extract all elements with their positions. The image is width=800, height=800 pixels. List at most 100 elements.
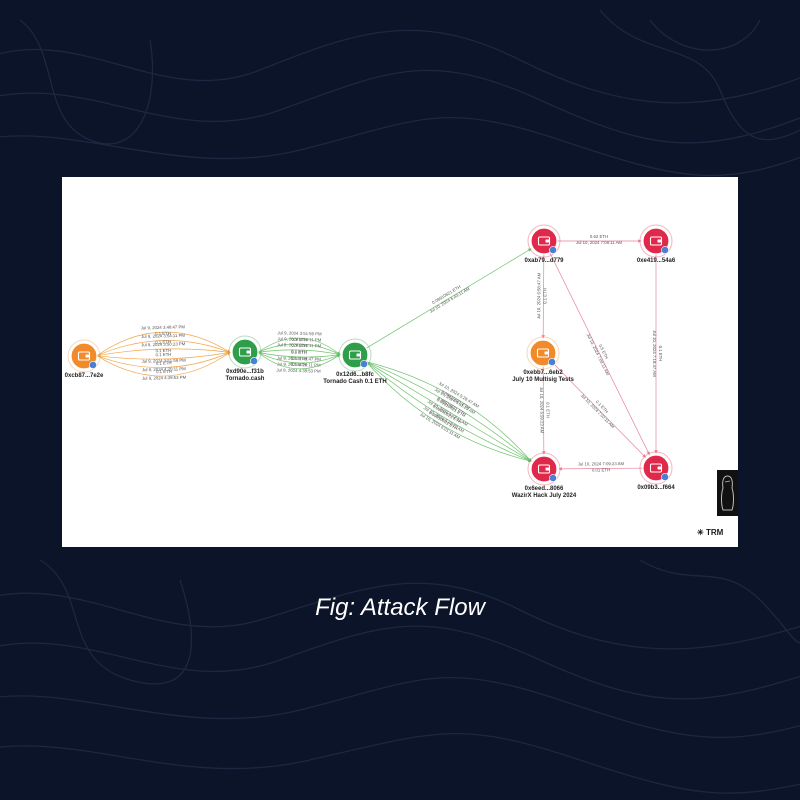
edge-n2-n3-2-amount: 0.1 ETH bbox=[291, 349, 307, 354]
node-address: 0xebb7...6eb2 bbox=[523, 370, 563, 376]
info-badge-icon bbox=[360, 360, 368, 368]
graph-node-n5[interactable]: 0xe419...54a6 bbox=[637, 224, 676, 264]
edge-n2-n3-4-amount: 0.1 ETH bbox=[291, 356, 307, 361]
edge-n1-n2-0-amount: 0.1 ETH bbox=[155, 331, 171, 336]
edge-n6-n8-time: Jul 10, 2024 7:02:11 AM bbox=[580, 393, 616, 430]
edge-n4-n6[interactable] bbox=[541, 253, 545, 339]
graph-node-n4[interactable]: 0xab79...d779 bbox=[524, 224, 564, 264]
edge-n4-n5-amount: 0.62 ETH bbox=[590, 234, 608, 239]
edge-n2-n3-0[interactable] bbox=[257, 337, 341, 355]
penguin-logo-icon bbox=[721, 475, 734, 511]
wallet-icon bbox=[536, 348, 550, 358]
node-halo bbox=[228, 335, 262, 369]
edge-n3-n7-1[interactable] bbox=[365, 361, 532, 462]
node-address: 0x6eed...8066 bbox=[525, 486, 564, 492]
wallet-icon bbox=[649, 463, 663, 473]
info-badge-icon bbox=[89, 361, 97, 369]
node-name: Tornado.cash bbox=[226, 376, 265, 382]
info-badge-icon bbox=[549, 474, 557, 482]
info-badge-icon bbox=[548, 358, 556, 366]
edge-n1-n2-4[interactable] bbox=[96, 351, 231, 368]
edge-n1-n2-5-amount: 0.1 ETH bbox=[156, 369, 172, 374]
watermark-figure-box bbox=[717, 470, 738, 516]
wallet-icon bbox=[649, 236, 663, 246]
edge-n1-n2-0[interactable] bbox=[96, 331, 231, 356]
edge-n3-n7-3[interactable] bbox=[365, 361, 532, 462]
edge-n6-n8[interactable] bbox=[551, 362, 646, 458]
edge-n2-n3-4-time: Jul 9, 2024 4:20:11 PM bbox=[277, 362, 321, 368]
wallet-icon bbox=[348, 350, 362, 360]
edge-n4-n8[interactable] bbox=[549, 252, 650, 456]
edge-n4-n5-time: Jul 10, 2024 7:08:11 AM bbox=[576, 240, 622, 245]
edge-n1-n2-5[interactable] bbox=[96, 352, 231, 377]
edge-n3-n7-4[interactable] bbox=[365, 361, 532, 463]
info-badge-icon bbox=[549, 246, 557, 254]
edge-n5-n8-amount: 0.1 ETH bbox=[658, 346, 663, 362]
wallet-icon bbox=[238, 347, 252, 357]
edge-n1-n2-1-amount: 0.1 ETH bbox=[155, 339, 171, 344]
edge-n1-n2-5-time: Jul 9, 2024 4:39:53 PM bbox=[142, 375, 187, 381]
node-name: Tornado Cash 0.1 ETH bbox=[323, 379, 387, 385]
edge-n1-n2-4-time: Jul 9, 2024 4:20:11 PM bbox=[142, 366, 186, 372]
edge-n2-n3-0-amount: 0.1 ETH bbox=[291, 337, 307, 342]
edge-n1-n2-1[interactable] bbox=[96, 340, 231, 356]
edge-n6-n7[interactable] bbox=[542, 365, 546, 455]
info-badge-icon bbox=[661, 246, 669, 254]
graph-node-n8[interactable]: 0x09b3...f664 bbox=[637, 451, 675, 491]
node-address: 0xab79...d779 bbox=[524, 258, 564, 264]
node-halo bbox=[526, 336, 560, 370]
edge-n1-n2-2-time: Jul 9, 2024 3:50:23 PM bbox=[141, 341, 186, 347]
edge-n2-n3-5-amount: 0.1 ETH bbox=[291, 362, 307, 367]
edge-n2-n3-1-amount: 0.1 ETH bbox=[291, 343, 307, 348]
edge-n1-n2-3-amount: 0.1 ETH bbox=[156, 352, 172, 357]
edge-n1-n2-0-time: Jul 9, 2024 3:48:47 PM bbox=[141, 324, 186, 330]
node-halo bbox=[639, 224, 673, 258]
edge-n4-n6-amount: 0.1 ETH bbox=[542, 288, 547, 304]
edge-n2-n3-2-time: Jul 9, 2024 3:54:11 PM bbox=[277, 342, 321, 348]
edge-n1-n2-3-time: Jul 9, 2024 3:51:59 PM bbox=[142, 358, 187, 364]
edge-n2-n3-3-amount: 0.1 ETH bbox=[291, 350, 307, 355]
edge-n1-n2-2-amount: 0.1 ETH bbox=[155, 348, 171, 353]
node-halo bbox=[527, 452, 561, 486]
node-halo bbox=[639, 451, 673, 485]
info-badge-icon bbox=[250, 357, 258, 365]
edge-n8-n7[interactable] bbox=[558, 467, 644, 471]
edge-n2-n3-5-time: Jul 9, 2024 4:39:53 PM bbox=[276, 367, 321, 373]
edge-n3-n7-0[interactable] bbox=[366, 361, 532, 462]
edge-n1-n2-4-amount: 0.1 ETH bbox=[156, 360, 172, 365]
brand-text: TRM bbox=[705, 528, 724, 537]
edge-n2-n3-1[interactable] bbox=[257, 343, 341, 355]
edge-n6-n7-time: Jul 10, 2024 6:59:23 AM bbox=[539, 387, 544, 434]
edge-n2-n3-5[interactable] bbox=[257, 352, 341, 370]
edge-n3-n4[interactable] bbox=[365, 248, 532, 349]
info-badge-icon bbox=[661, 473, 669, 481]
edge-n4-n8-amount: 0.5 ETH bbox=[598, 343, 609, 359]
node-address: 0x09b3...f664 bbox=[637, 485, 675, 491]
edge-n2-n3-3[interactable] bbox=[257, 352, 341, 358]
edge-n1-n2-3[interactable] bbox=[96, 351, 231, 360]
node-halo bbox=[67, 339, 101, 373]
node-address: 0xd90e...f31b bbox=[226, 369, 264, 375]
edge-n2-n3-0-time: Jul 9, 2024 3:51:59 PM bbox=[277, 330, 322, 336]
edge-n2-n3-2[interactable] bbox=[257, 349, 341, 356]
node-layer: 0xcb87...7e2e0xd90e...f31bTornado.cash0x… bbox=[65, 224, 676, 499]
edge-n1-n2-1-time: Jul 9, 2024 3:54:11 PM bbox=[141, 333, 185, 339]
edge-n2-n3-4[interactable] bbox=[257, 352, 341, 364]
graph-node-n1[interactable]: 0xcb87...7e2e bbox=[65, 339, 104, 379]
node-address: 0xcb87...7e2e bbox=[65, 373, 104, 379]
node-halo bbox=[338, 338, 372, 372]
node-halo bbox=[527, 224, 561, 258]
edge-n3-n7-2[interactable] bbox=[365, 361, 532, 462]
wallet-icon bbox=[77, 351, 91, 361]
edge-n8-n7-time: Jul 10, 2024 7:09:23 AM bbox=[578, 461, 625, 466]
node-name: WazirX Hack July 2024 bbox=[512, 493, 577, 499]
edge-n1-n2-2[interactable] bbox=[96, 348, 231, 357]
brand-logo: ✳ TRM bbox=[697, 528, 723, 537]
